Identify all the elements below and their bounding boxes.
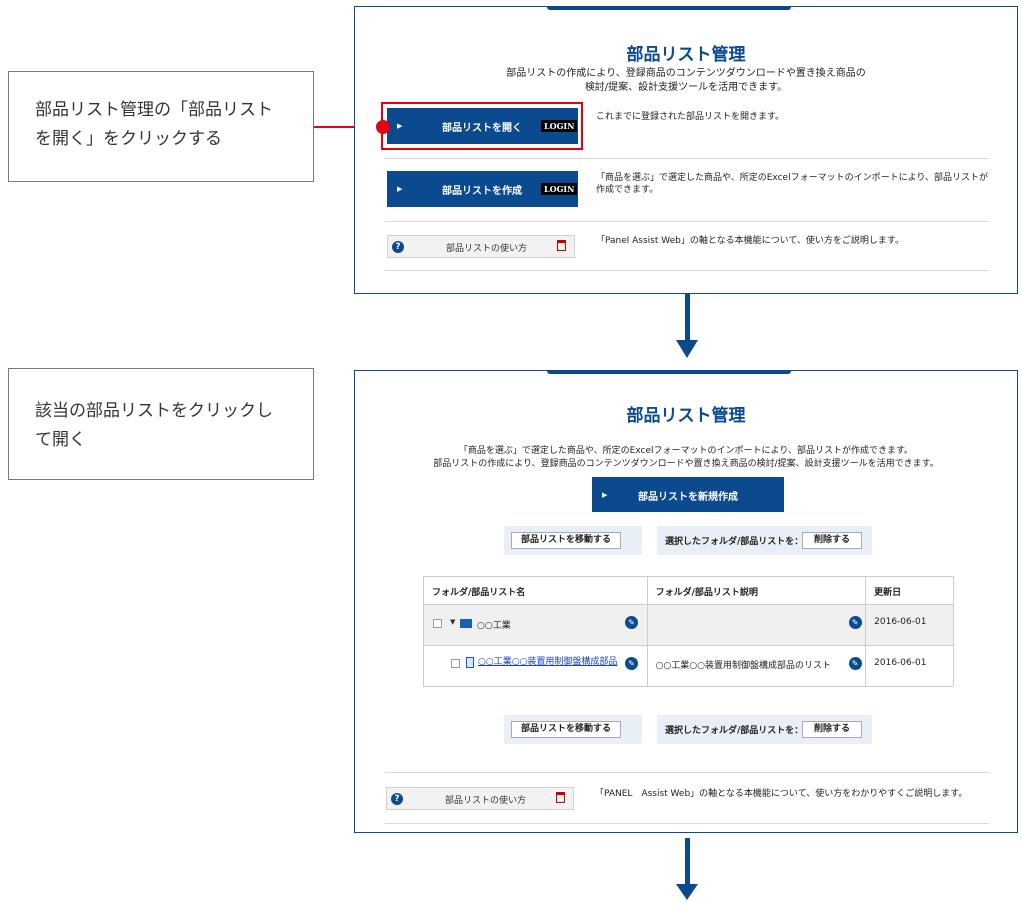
row-checkbox[interactable] bbox=[433, 619, 442, 628]
edit-icon[interactable]: ✎ bbox=[848, 657, 862, 670]
delete-button[interactable]: 削除する bbox=[802, 532, 862, 549]
new-parts-list-label: 部品リストを新規作成 bbox=[638, 491, 738, 503]
instruction-text-step2: 該当の部品リストをクリックして開く bbox=[35, 401, 273, 450]
document-icon bbox=[466, 657, 474, 668]
callout-connector-dot bbox=[376, 120, 390, 134]
description-line1: 「商品を選ぶ」で選定した商品や、所定のExcelフォーマットのインポートにより、… bbox=[458, 446, 914, 456]
delete-button[interactable]: 削除する bbox=[802, 721, 862, 738]
date-cell: 2016-06-01 bbox=[865, 645, 954, 687]
list-description: ○○工業○○装置用制御盤構成部品のリスト bbox=[655, 661, 831, 671]
page-title: 部品リスト管理 bbox=[626, 406, 746, 426]
help-icon: ? bbox=[391, 793, 403, 805]
create-parts-list-label: 部品リストを作成 bbox=[442, 186, 522, 197]
open-parts-list-button[interactable]: ▶ 部品リストを開く LOGIN bbox=[387, 108, 578, 144]
move-parts-list-button[interactable]: 部品リストを移動する bbox=[511, 721, 621, 738]
list-description-cell: ○○工業○○装置用制御盤構成部品のリスト ✎ bbox=[646, 645, 867, 687]
column-header-date: 更新日 bbox=[865, 576, 954, 605]
callout-connector-line bbox=[314, 126, 381, 128]
delete-toolbar-bottom: 選択したフォルダ/部品リストを： 削除する bbox=[657, 715, 872, 744]
divider bbox=[385, 823, 989, 824]
chevron-right-icon: ▶ bbox=[602, 490, 608, 499]
divider bbox=[385, 772, 989, 773]
how-to-use-button[interactable]: ? 部品リストの使い方 bbox=[387, 235, 575, 258]
parts-list-link[interactable]: ○○工業○○装置用制御盤構成部品 bbox=[478, 657, 618, 667]
open-description: これまでに登録された部品リストを開きます。 bbox=[596, 112, 785, 122]
updated-date: 2016-06-01 bbox=[874, 658, 927, 668]
how-to-use-label: 部品リストの使い方 bbox=[446, 244, 528, 254]
create-parts-list-button[interactable]: ▶ 部品リストを作成 LOGIN bbox=[387, 171, 578, 207]
selected-label: 選択したフォルダ/部品リストを： bbox=[665, 537, 804, 547]
chevron-right-icon: ▶ bbox=[397, 122, 403, 130]
selected-label: 選択したフォルダ/部品リストを： bbox=[665, 726, 804, 736]
edit-icon[interactable]: ✎ bbox=[625, 657, 638, 670]
list-name-cell: ○○工業○○装置用制御盤構成部品 ✎ bbox=[423, 645, 648, 687]
help-icon: ? bbox=[392, 241, 404, 253]
description-line1: 部品リストの作成により、登録商品のコンテンツダウンロードや置き換え商品の bbox=[506, 68, 866, 79]
page-title: 部品リスト管理 bbox=[626, 45, 746, 65]
delete-toolbar: 選択したフォルダ/部品リストを： 削除する bbox=[657, 526, 872, 555]
row-checkbox[interactable] bbox=[451, 659, 460, 668]
open-parts-list-label: 部品リストを開く bbox=[442, 123, 522, 134]
column-header-description: フォルダ/部品リスト説明 bbox=[646, 576, 867, 605]
highlight-frame bbox=[381, 102, 583, 150]
folder-description-cell: ✎ bbox=[646, 604, 867, 646]
instruction-callout-step2: 該当の部品リストをクリックして開く bbox=[8, 368, 314, 480]
description-line2: 検討/提案、設計支援ツールを活用できます。 bbox=[584, 82, 788, 93]
chevron-right-icon: ▶ bbox=[397, 185, 403, 193]
parts-list-panel-overview: 部品リスト管理 部品リストの作成により、登録商品のコンテンツダウンロードや置き換… bbox=[354, 6, 1018, 294]
caret-down-icon[interactable]: ▼ bbox=[450, 618, 456, 626]
table-row[interactable]: ○○工業○○装置用制御盤構成部品 ✎ ○○工業○○装置用制御盤構成部品のリスト … bbox=[423, 645, 954, 687]
instruction-text-step1: 部品リスト管理の「部品リストを開く」をクリックする bbox=[35, 100, 273, 149]
how-to-use-description: 「Panel Assist Web」の軸となる本機能について、使い方をご説明しま… bbox=[596, 236, 904, 246]
parts-list-table: フォルダ/部品リスト名 フォルダ/部品リスト説明 更新日 ▼ ○○工業 ✎ ✎ … bbox=[423, 576, 954, 687]
folder-name[interactable]: ○○工業 bbox=[477, 621, 511, 631]
folder-name-cell: ▼ ○○工業 ✎ bbox=[423, 604, 648, 646]
login-badge: LOGIN bbox=[541, 183, 578, 195]
edit-icon[interactable]: ✎ bbox=[848, 616, 862, 629]
move-parts-list-button[interactable]: 部品リストを移動する bbox=[511, 532, 621, 549]
date-cell: 2016-06-01 bbox=[865, 604, 954, 646]
instruction-callout-step1: 部品リスト管理の「部品リストを開く」をクリックする bbox=[8, 71, 314, 182]
how-to-use-description: 「PANEL Assist Web」の軸となる本機能について、使い方をわかりやす… bbox=[595, 789, 968, 799]
panel-top-tab bbox=[547, 370, 791, 374]
column-header-name: フォルダ/部品リスト名 bbox=[423, 576, 648, 605]
folder-icon bbox=[460, 619, 472, 628]
description-line2: 部品リストの作成により、登録商品のコンテンツダウンロードや置き換え商品の検討/提… bbox=[433, 459, 939, 469]
move-toolbar: 部品リストを移動する bbox=[504, 526, 642, 555]
how-to-use-button[interactable]: ? 部品リストの使い方 bbox=[386, 787, 574, 810]
divider bbox=[385, 270, 989, 271]
create-description: 「商品を選ぶ」で選定した商品や、所定のExcelフォーマットのインポートにより、… bbox=[596, 173, 989, 195]
external-link-icon bbox=[557, 240, 566, 251]
how-to-use-label: 部品リストの使い方 bbox=[445, 796, 527, 806]
edit-icon[interactable]: ✎ bbox=[625, 616, 638, 629]
divider bbox=[385, 221, 989, 222]
external-link-icon bbox=[556, 792, 565, 803]
move-toolbar-bottom: 部品リストを移動する bbox=[504, 715, 642, 744]
table-row[interactable]: ▼ ○○工業 ✎ ✎ 2016-06-01 bbox=[423, 604, 954, 646]
updated-date: 2016-06-01 bbox=[874, 617, 927, 627]
login-badge: LOGIN bbox=[541, 120, 578, 132]
divider bbox=[385, 158, 989, 159]
panel-top-tab bbox=[547, 6, 791, 10]
new-parts-list-button[interactable]: ▶ 部品リストを新規作成 bbox=[592, 477, 784, 512]
